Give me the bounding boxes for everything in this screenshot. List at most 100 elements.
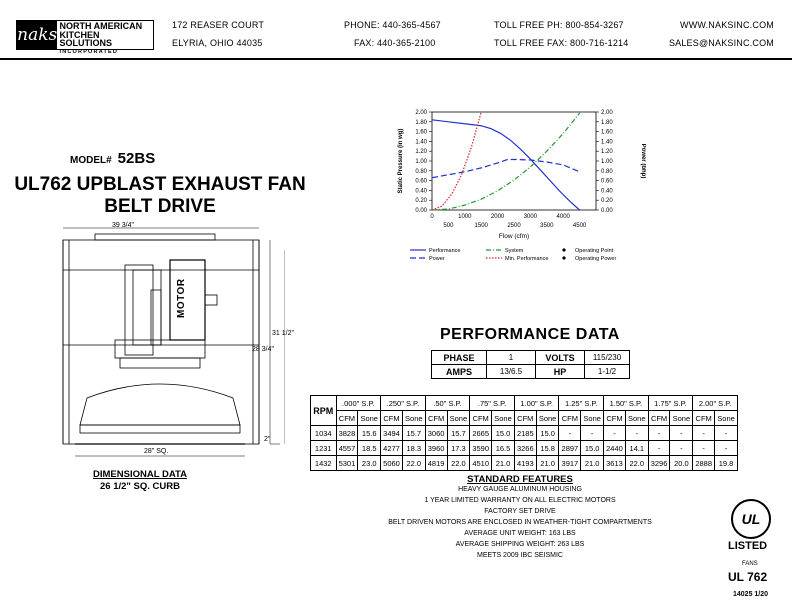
plot-frame bbox=[431, 111, 597, 211]
electrical-table: PHASE 1 VOLTS 115/230 AMPS 13/6.5 HP 1-1… bbox=[431, 350, 630, 379]
table-cell: 15.7 bbox=[401, 425, 426, 441]
sone-subheader: Sone bbox=[401, 410, 426, 426]
logo-text: NORTH AMERICAN KITCHEN SOLUTIONS INCORPO… bbox=[59, 21, 143, 55]
table-cell: - bbox=[558, 425, 582, 441]
series-line-min-performance bbox=[431, 111, 482, 211]
width-dimension: 39 3/4" bbox=[112, 222, 134, 229]
cfm-subheader: CFM bbox=[603, 410, 626, 426]
y2-tick-label: 1.20 bbox=[601, 149, 613, 155]
hp-label: HP bbox=[535, 364, 585, 379]
cfm-subheader: CFM bbox=[647, 410, 671, 426]
table-cell: 2185 bbox=[513, 425, 537, 441]
sone-subheader: Sone bbox=[491, 410, 515, 426]
sone-subheader: Sone bbox=[669, 410, 694, 426]
phone: PHONE: 440-365-4567 bbox=[344, 20, 441, 30]
product-title: UL762 UPBLAST EXHAUST FAN bbox=[14, 174, 306, 195]
legend-label: Operating Power bbox=[575, 256, 616, 262]
amps-label: AMPS bbox=[431, 364, 487, 379]
ul-listed-mark: UL bbox=[731, 499, 771, 539]
address-line-2: ELYRIA, OHIO 44035 bbox=[172, 38, 263, 48]
model-label: MODEL#52BS bbox=[70, 150, 156, 167]
sp-header: .50" S.P. bbox=[424, 395, 471, 411]
y-tick-label: 2.00 bbox=[415, 110, 427, 116]
table-cell: 5301 bbox=[335, 455, 359, 471]
address-line-1: 172 REASER COURT bbox=[172, 20, 265, 30]
table-cell: 21.0 bbox=[535, 455, 560, 471]
x-tick-label: 1000 bbox=[458, 214, 472, 220]
table-cell: 17.3 bbox=[446, 440, 471, 456]
performance-curve-chart: 0.000.200.400.600.801.001.201.401.601.80… bbox=[398, 110, 646, 262]
curb-height-dimension: 2" bbox=[264, 436, 271, 443]
y-axis-label: Static Pressure (in wg) bbox=[398, 129, 404, 194]
y2-tick-label: 1.60 bbox=[601, 130, 613, 136]
volts-value: 115/230 bbox=[584, 350, 630, 365]
table-cell: 22.0 bbox=[401, 455, 426, 471]
x-tick-label: 2500 bbox=[507, 223, 521, 229]
table-cell: 18.5 bbox=[357, 440, 382, 456]
fan-dimensional-drawing bbox=[62, 227, 285, 457]
y2-tick-label: 2.00 bbox=[601, 110, 613, 116]
y-tick-label: 0.60 bbox=[415, 179, 427, 185]
x-tick-label: 4500 bbox=[573, 223, 587, 229]
feature-item: 1 YEAR LIMITED WARRANTY ON ALL ELECTRIC … bbox=[424, 497, 616, 504]
cfm-subheader: CFM bbox=[335, 410, 359, 426]
y2-tick-label: 0.60 bbox=[601, 179, 613, 185]
sone-subheader: Sone bbox=[714, 410, 738, 426]
x-tick-label: 3500 bbox=[540, 223, 554, 229]
cfm-subheader: CFM bbox=[380, 410, 403, 426]
y-tick-label: 1.60 bbox=[415, 130, 427, 136]
x-tick-label: 500 bbox=[443, 223, 454, 229]
table-cell: 15.0 bbox=[491, 425, 515, 441]
table-cell: 23.0 bbox=[357, 455, 382, 471]
table-cell: 5060 bbox=[380, 455, 403, 471]
feature-item: AVERAGE SHIPPING WEIGHT: 263 LBS bbox=[455, 541, 585, 548]
listed-label: LISTED bbox=[728, 540, 768, 552]
hp-value: 1-1/2 bbox=[584, 364, 630, 379]
table-cell: 2665 bbox=[469, 425, 493, 441]
legend-label: Min. Performance bbox=[505, 256, 548, 262]
table-cell: 4557 bbox=[335, 440, 359, 456]
legend-label: Power bbox=[429, 256, 445, 262]
legend-label: Performance bbox=[429, 248, 461, 254]
y2-tick-label: 0.20 bbox=[601, 198, 613, 204]
website-link[interactable]: WWW.NAKSINC.COM bbox=[680, 20, 774, 30]
legend-marker bbox=[562, 256, 566, 260]
table-cell: 2440 bbox=[603, 440, 626, 456]
y2-axis-label: Power (bhp) bbox=[640, 144, 646, 179]
feature-item: FACTORY SET DRIVE bbox=[484, 508, 556, 515]
table-cell: 3828 bbox=[335, 425, 359, 441]
table-cell: 3613 bbox=[603, 455, 626, 471]
table-cell: 3917 bbox=[558, 455, 582, 471]
product-subtitle: BELT DRIVE bbox=[104, 196, 216, 217]
sone-subheader: Sone bbox=[535, 410, 560, 426]
y-tick-label: 1.20 bbox=[415, 149, 427, 155]
table-cell: 14.1 bbox=[624, 440, 649, 456]
y2-tick-label: 0.80 bbox=[601, 169, 613, 175]
table-cell: - bbox=[692, 440, 716, 456]
y2-tick-label: 1.00 bbox=[601, 159, 613, 165]
table-cell: 21.0 bbox=[580, 455, 605, 471]
email-link[interactable]: SALES@NAKSINC.COM bbox=[668, 38, 774, 48]
y-tick-label: 1.00 bbox=[415, 159, 427, 165]
x-axis-label: Flow (cfm) bbox=[499, 233, 529, 240]
rpm-header: RPM bbox=[310, 395, 337, 426]
legend-label: Operating Point bbox=[575, 248, 614, 254]
amps-value: 13/6.5 bbox=[486, 364, 536, 379]
table-cell: 3266 bbox=[513, 440, 537, 456]
rpm-cell: 1432 bbox=[310, 455, 337, 471]
y-tick-label: 1.80 bbox=[415, 120, 427, 126]
table-cell: 3060 bbox=[424, 425, 448, 441]
feature-item: HEAVY GAUGE ALUMINUM HOUSING bbox=[458, 486, 582, 493]
sone-subheader: Sone bbox=[357, 410, 382, 426]
y-tick-label: 0.20 bbox=[415, 198, 427, 204]
toll-free-phone: TOLL FREE PH: 800-854-3267 bbox=[494, 20, 624, 30]
table-cell: 18.3 bbox=[401, 440, 426, 456]
table-cell: - bbox=[580, 425, 605, 441]
x-tick-label: 3000 bbox=[524, 214, 538, 220]
table-cell: - bbox=[603, 425, 626, 441]
curb-caption: 26 1/2" SQ. CURB bbox=[99, 481, 180, 492]
cfm-subheader: CFM bbox=[424, 410, 448, 426]
model-number: 52BS bbox=[117, 150, 156, 167]
